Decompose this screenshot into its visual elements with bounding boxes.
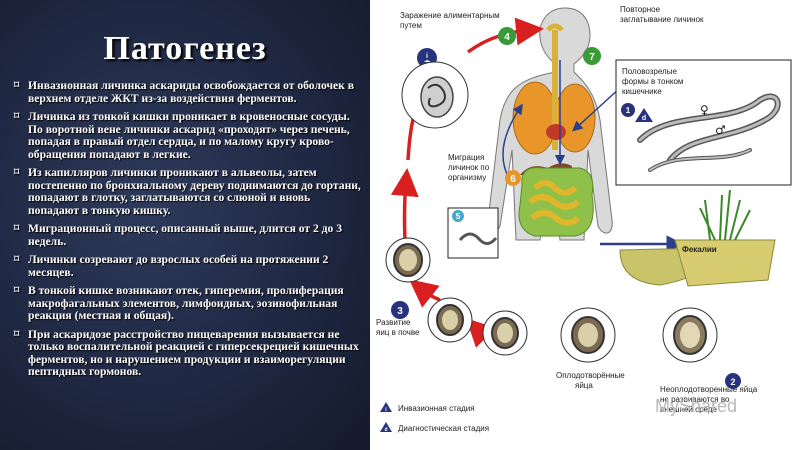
bullet-item: ⌑ Из капилляров личинки проникают в альве… <box>14 166 364 217</box>
diagnostic-stage-icon: d <box>635 108 653 122</box>
bullet-item: ⌑ Личинка из тонкой кишки проникает в кро… <box>14 110 364 161</box>
svg-text:5: 5 <box>456 212 461 221</box>
bullet-text: В тонкой кишке возникают отек, гиперемия… <box>28 284 344 322</box>
legend-invasive-icon <box>380 402 392 412</box>
feces-label: Фекалии <box>682 245 717 254</box>
female-symbol: ♀ <box>700 103 709 117</box>
lifecycle-svg: 1 4 7 6 3 2 Заражение алиментарнымпутем … <box>376 5 792 433</box>
svg-text:6: 6 <box>510 174 516 185</box>
unfertilized-egg-circle <box>662 307 718 363</box>
legend-diagnostic-icon <box>380 422 392 432</box>
invasive-stage-icon <box>420 48 434 60</box>
bullet-item: ⌑ В тонкой кишке возникают отек, гиперем… <box>14 284 364 323</box>
fertilized-egg-circle <box>560 307 616 363</box>
bullet-text: Личинка из тонкой кишки проникает в кров… <box>28 110 350 161</box>
step-6-marker: 6 <box>505 170 521 186</box>
left-lung <box>512 81 558 155</box>
svg-text:1: 1 <box>626 106 631 115</box>
step-2-marker: 2 <box>725 373 741 389</box>
slide-title: Патогенез <box>103 30 267 67</box>
bullet-text: Миграционный процесс, описанный выше, дл… <box>28 222 343 248</box>
svg-text:i: i <box>426 53 428 60</box>
bullet-marker-icon: ⌑ <box>14 80 20 91</box>
bullet-text: Из капилляров личинки проникают в альвео… <box>28 166 361 217</box>
hatched-larva-box: 5 <box>447 207 499 259</box>
svg-text:2: 2 <box>730 377 735 387</box>
step-7-marker: 7 <box>583 47 601 65</box>
heart <box>546 124 566 140</box>
svg-text:7: 7 <box>589 52 595 63</box>
bullet-item: ⌑ При аскаридозе расстройство пищеварения… <box>14 327 364 379</box>
bullet-item: ⌑ Инвазионная личинка аскариды освобождае… <box>14 79 364 105</box>
svg-text:d: d <box>642 115 646 122</box>
svg-text:4: 4 <box>504 32 510 43</box>
step-4-marker: 4 <box>498 27 516 45</box>
step-3-marker: 3 <box>391 301 409 319</box>
svg-text:d: d <box>384 427 387 433</box>
step-1-badge <box>621 103 635 117</box>
bullet-text: Инвазионная личинка аскариды освобождает… <box>28 79 354 105</box>
bullet-marker-icon: ⌑ <box>14 285 20 296</box>
text-panel: Патогенез ⌑ Инвазионная личинка аскариды … <box>0 0 370 450</box>
male-symbol: ♂ <box>715 123 726 137</box>
bullet-marker-icon: ⌑ <box>14 111 20 122</box>
small-intestine <box>528 180 581 226</box>
bullet-item: ⌑ Миграционный процесс, описанный выше, д… <box>14 222 364 248</box>
legend-invasive-label: Инвазионная стадия <box>398 404 475 413</box>
legend: i Инвазионная стадия d Диагностическая с… <box>380 402 489 433</box>
grass-icon <box>699 189 751 241</box>
bullet-marker-icon: ⌑ <box>14 254 20 265</box>
lifecycle-diagram: 1 4 7 6 3 2 Заражение алиментарнымпутем … <box>370 0 800 450</box>
invasive-egg-circle: i <box>401 48 469 129</box>
watermark-text: MyShared <box>655 396 737 416</box>
bullet-list: ⌑ Инвазионная личинка аскариды освобождае… <box>14 79 364 385</box>
bullet-text: При аскаридозе расстройство пищеварения … <box>28 327 359 378</box>
embryonated-egg-1 <box>385 237 431 283</box>
embryonated-egg-3 <box>482 310 528 356</box>
soil-feces: Фекалии <box>619 189 776 287</box>
bullet-marker-icon: ⌑ <box>14 167 20 178</box>
right-lung <box>554 83 596 153</box>
bullet-marker-icon: ⌑ <box>14 328 20 340</box>
svg-text:3: 3 <box>397 306 403 317</box>
bullet-marker-icon: ⌑ <box>14 223 20 234</box>
svg-text:i: i <box>385 407 387 413</box>
legend-diagnostic-label: Диагностическая стадия <box>398 424 489 433</box>
bullet-text: Личинки созревают до взрослых особей на … <box>28 253 329 279</box>
bullet-item: ⌑ Личинки созревают до взрослых особей на… <box>14 253 364 279</box>
embryonated-egg-2 <box>427 297 473 343</box>
